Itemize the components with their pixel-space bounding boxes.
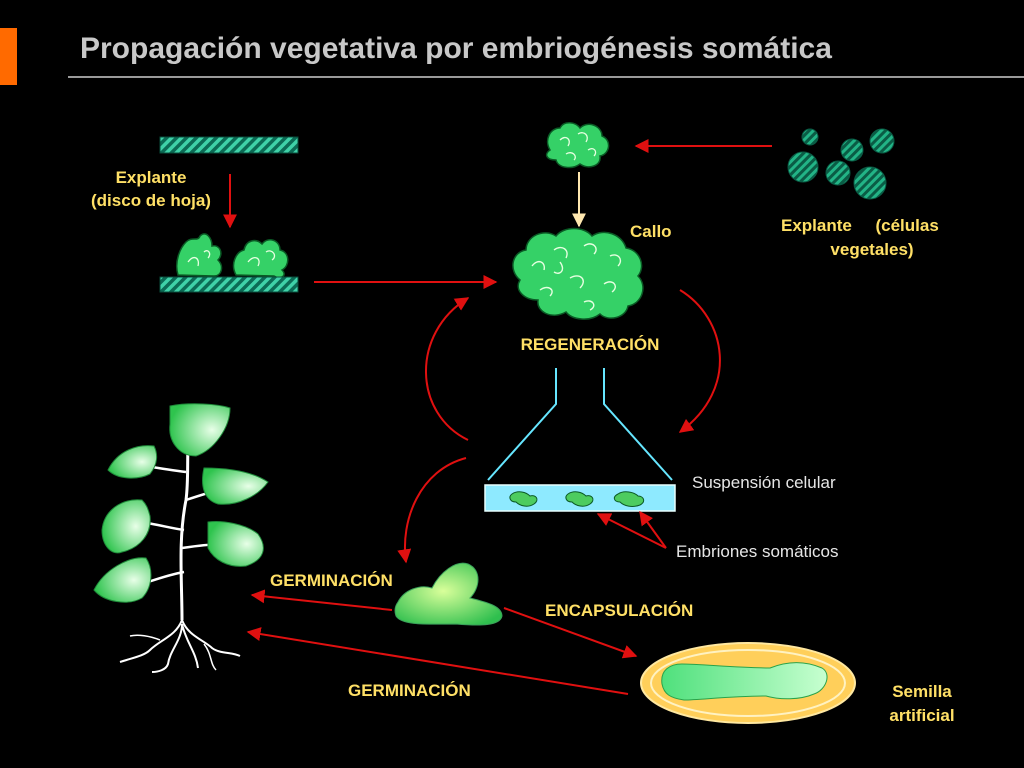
title-underline (68, 76, 1024, 78)
somatic-embryo-2 (565, 491, 594, 507)
artificial-seed (640, 642, 856, 724)
callus-label: Callo (630, 222, 672, 241)
leaf-callus-small-left (175, 233, 223, 277)
arrow-seed-to-plant (246, 627, 629, 695)
artificial-seed-label-line1: Semilla (892, 682, 952, 701)
somatic-embryo-1 (509, 491, 538, 507)
regeneration-label: REGENERACIÓN (521, 335, 660, 354)
cell-suspension-label: Suspensión celular (692, 473, 836, 492)
leaf-disc-strip-top (159, 136, 299, 154)
encapsulation-label: ENCAPSULACIÓN (545, 601, 693, 620)
explant-cells-label-line2: vegetales) (830, 240, 913, 259)
arrow-suspension-to-callus (425, 297, 470, 441)
leaf-callus-small-right (232, 239, 289, 279)
cell-explant-circles (787, 128, 895, 200)
large-callus (512, 227, 644, 320)
arrow-embryo-to-seed (503, 607, 638, 659)
explant-leaf-label-line2: (disco de hoja) (91, 191, 211, 210)
germination-label-bottom: GERMINACIÓN (348, 681, 471, 700)
accent-bar (0, 28, 17, 85)
slide-title: Propagación vegetativa por embriogénesis… (80, 32, 832, 65)
regenerated-plant (93, 403, 269, 673)
arrow-label-to-embryo-2 (596, 513, 667, 549)
arrow-label-to-embryo-3 (639, 510, 667, 549)
culture-flask (484, 368, 676, 512)
explant-leaf-label-line1: Explante (116, 168, 187, 187)
leaf-disc-strip-bottom (159, 276, 299, 293)
small-callus (545, 122, 610, 169)
artificial-seed-label-line2: artificial (889, 706, 954, 725)
arrow-suspension-to-embryo (397, 457, 467, 564)
somatic-embryos-label: Embriones somáticos (676, 542, 839, 561)
germination-label-top: GERMINACIÓN (270, 571, 393, 590)
somatic-embryo-3 (613, 491, 645, 507)
arrow-embryo-to-plant (250, 589, 393, 611)
arrow-callus-to-suspension (678, 289, 721, 433)
large-somatic-embryo (394, 562, 503, 626)
explant-cells-label-line1: Explante (células (781, 216, 939, 235)
